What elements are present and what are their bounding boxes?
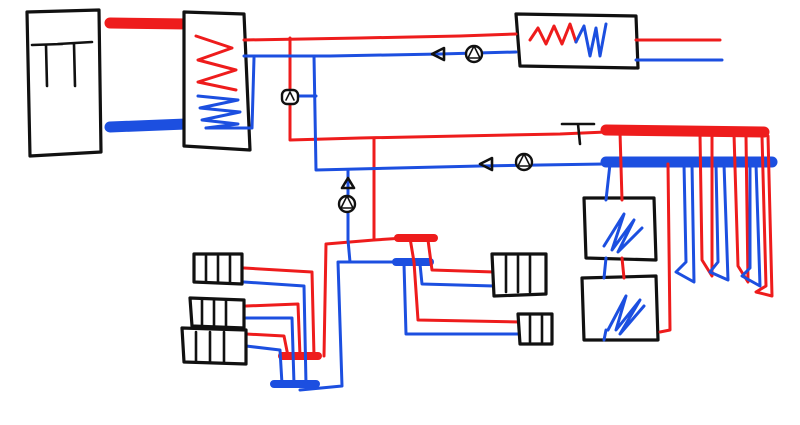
- boiler-cold-return: [104, 118, 192, 133]
- lower-left-branch-pipes: [242, 266, 316, 386]
- radiator-left-3: [180, 326, 248, 366]
- check-valve-riser: [340, 176, 356, 190]
- coil-tanks-cold-loop: [602, 162, 612, 342]
- radiator-left-1: [192, 252, 244, 286]
- radiator-center-upper: [490, 252, 548, 298]
- t-symbol: [560, 122, 596, 146]
- pump-middle-line: [514, 152, 534, 172]
- top-right-coil-unit: [514, 12, 640, 70]
- boiler: [25, 8, 103, 158]
- right-hot-manifold: [600, 124, 770, 138]
- hot-pipe-network: [242, 32, 722, 358]
- check-valve-middle-line: [478, 156, 494, 172]
- radiator-center-lower: [516, 312, 554, 346]
- heat-exchanger-tank: [182, 10, 252, 152]
- coil-tank-upper: [582, 196, 658, 262]
- boiler-hot-outlet: [104, 17, 194, 30]
- floor-loops: [674, 132, 774, 298]
- radiator-left-2: [188, 296, 246, 330]
- cold-pipe-network: [204, 50, 724, 392]
- center-branch-pipes: [402, 236, 522, 336]
- coil-tank-lower: [580, 274, 660, 342]
- pump-top-line: [464, 44, 484, 64]
- pump-riser: [337, 194, 357, 214]
- valve-left-riser: [280, 88, 300, 106]
- check-valve-top-line: [430, 46, 446, 62]
- coil-tanks-hot-loop: [618, 130, 672, 334]
